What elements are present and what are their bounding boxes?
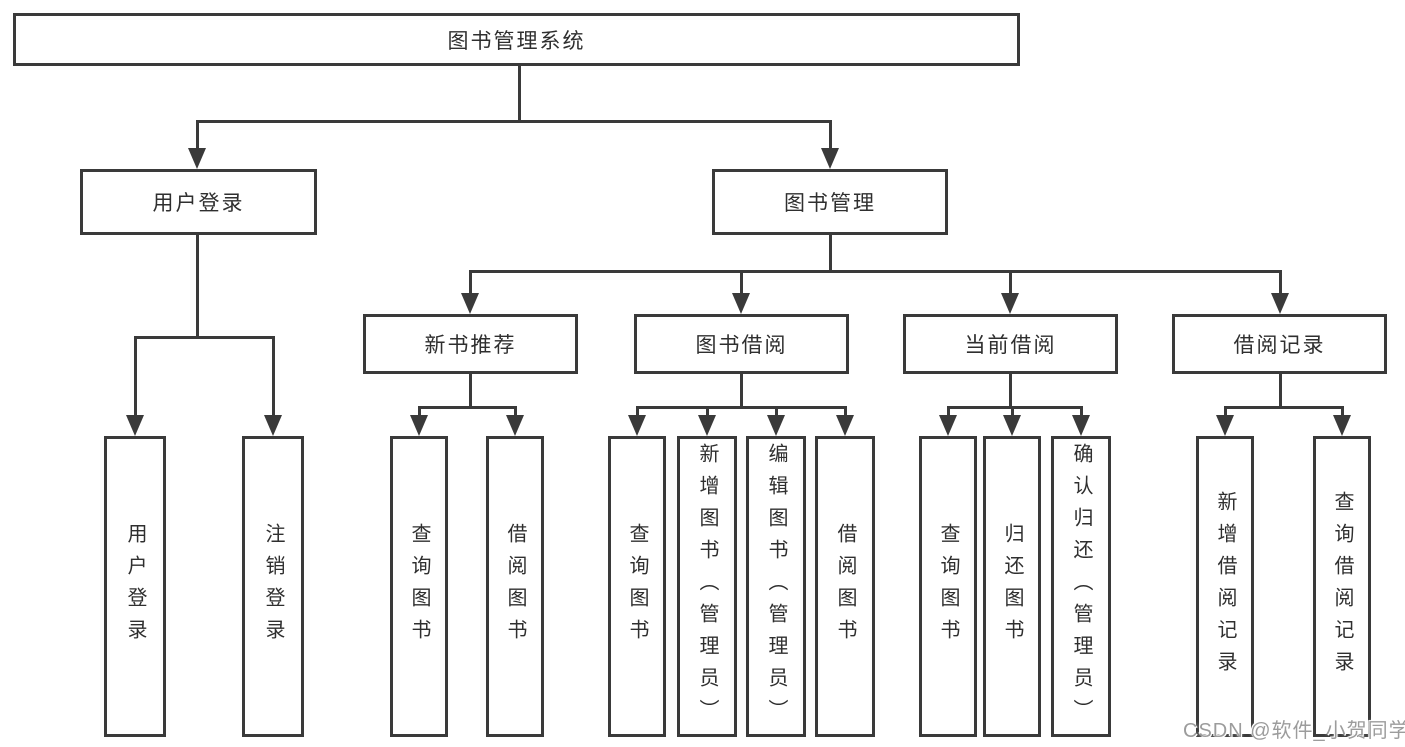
node-label: 新增图书（管理员） [696,442,718,731]
connector-line [740,270,743,296]
node-label: 查询图书 [937,522,959,651]
connector-line [518,66,521,123]
connector-line [134,336,275,339]
connector-line [829,235,832,273]
arrow-down-icon [264,415,282,436]
connector-line [196,120,199,150]
leaf-edit-books-admin: 编辑图书（管理员） [746,436,806,737]
node-new-book-recommendation: 新书推荐 [363,314,578,374]
node-label: 借阅图书 [834,522,856,651]
connector-line [636,406,846,409]
node-label: 查询借阅记录 [1331,490,1353,683]
connector-line [1279,270,1282,296]
connector-line [775,406,778,417]
connector-line [196,235,199,339]
connector-line [1080,406,1083,417]
arrow-down-icon [732,293,750,314]
connector-line [134,336,137,417]
connector-line [1011,406,1014,417]
node-current-borrowing: 当前借阅 [903,314,1118,374]
arrow-down-icon [1333,415,1351,436]
node-borrowing-records: 借阅记录 [1172,314,1387,374]
leaf-add-borrow-record: 新增借阅记录 [1196,436,1254,737]
connector-line [947,406,1082,409]
node-label: 新增借阅记录 [1214,490,1236,683]
connector-line [1341,406,1344,417]
arrow-down-icon [767,415,785,436]
leaf-user-login: 用户登录 [104,436,166,737]
node-label: 图书管理系统 [447,29,586,53]
leaf-confirm-return-admin: 确认归还（管理员） [1051,436,1111,737]
arrow-down-icon [410,415,428,436]
node-label: 归还图书 [1001,522,1023,651]
arrow-down-icon [1271,293,1289,314]
node-library-management-system: 图书管理系统 [13,13,1020,66]
node-label: 借阅记录 [1233,334,1326,357]
node-label: 查询图书 [408,522,430,651]
arrow-down-icon [836,415,854,436]
leaf-query-books-borrowing: 查询图书 [608,436,666,737]
node-label: 用户登录 [152,192,245,215]
connector-line [1224,406,1227,417]
node-label: 图书借阅 [695,334,788,357]
connector-line [1224,406,1343,409]
connector-line [844,406,847,417]
node-label: 当前借阅 [964,334,1057,357]
connector-line [740,374,743,409]
arrow-down-icon [698,415,716,436]
connector-line [1279,374,1282,409]
node-label: 注销登录 [262,522,284,651]
arrow-down-icon [821,148,839,169]
leaf-logout-login: 注销登录 [242,436,304,737]
node-label: 图书管理 [784,192,876,215]
node-book-borrowing: 图书借阅 [634,314,849,374]
connector-line [829,120,832,150]
connector-line [1009,270,1012,296]
connector-line [469,374,472,409]
node-label: 查询图书 [626,522,648,651]
arrow-down-icon [628,415,646,436]
leaf-add-books-admin: 新增图书（管理员） [677,436,737,737]
node-book-management: 图书管理 [712,169,948,235]
csdn-watermark: CSDN @软件_小贺同学 [1183,720,1405,742]
arrow-down-icon [461,293,479,314]
arrow-down-icon [1001,293,1019,314]
arrow-down-icon [1003,415,1021,436]
arrow-down-icon [1216,415,1234,436]
leaf-borrow-books-borrowing: 借阅图书 [815,436,875,737]
arrow-down-icon [188,148,206,169]
leaf-query-books-recommend: 查询图书 [390,436,448,737]
node-label: 编辑图书（管理员） [765,442,787,731]
connector-line [196,120,832,123]
arrow-down-icon [1072,415,1090,436]
connector-line [947,406,950,417]
connector-line [636,406,639,417]
arrow-down-icon [939,415,957,436]
node-user-login: 用户登录 [80,169,317,235]
arrow-down-icon [126,415,144,436]
connector-line [469,270,1281,273]
node-label: 新书推荐 [424,334,517,357]
connector-line [418,406,517,409]
leaf-return-books: 归还图书 [983,436,1041,737]
connector-line [514,406,517,417]
node-label: 用户登录 [124,522,146,651]
node-label: 借阅图书 [504,522,526,651]
leaf-query-books-current: 查询图书 [919,436,977,737]
leaf-borrow-books-recommend: 借阅图书 [486,436,544,737]
connector-line [418,406,421,417]
connector-line [1009,374,1012,409]
leaf-query-borrow-record: 查询借阅记录 [1313,436,1371,737]
connector-line [272,336,275,417]
arrow-down-icon [506,415,524,436]
node-label: 确认归还（管理员） [1070,442,1092,731]
connector-line [706,406,709,417]
connector-line [469,270,472,296]
